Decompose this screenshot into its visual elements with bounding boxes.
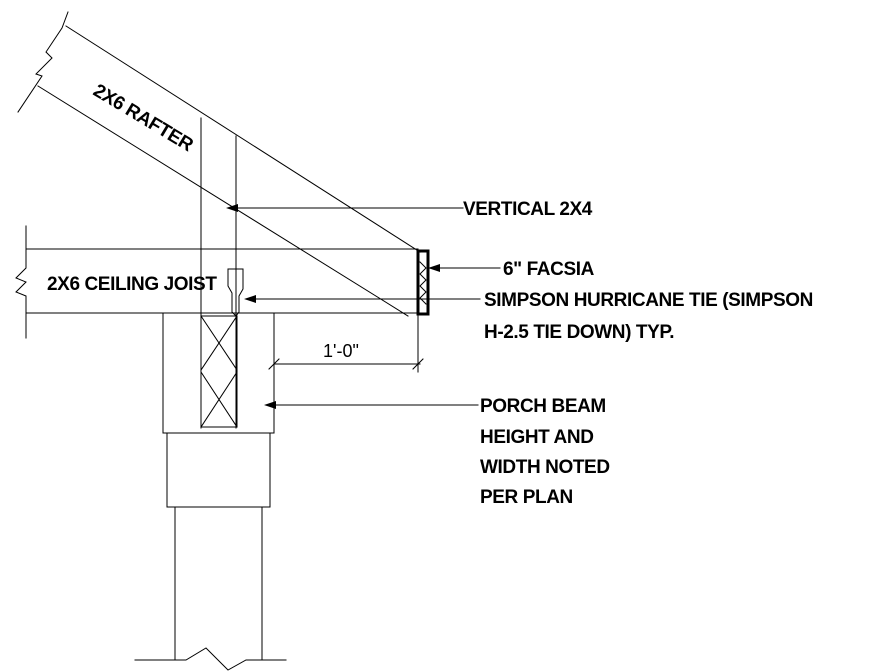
porch-beam-arrow (264, 401, 276, 409)
vertical-2x4-in-beam (200, 315, 238, 428)
ceiling-joist-label: 2X6 CEILING JOIST (47, 274, 217, 295)
hurricane-tie-label-line1: SIMPSON HURRICANE TIE (SIMPSON (484, 290, 813, 311)
dimension-tick-left (268, 358, 280, 370)
facsia-board (416, 249, 430, 316)
vertical-2x4-x-2 (200, 315, 238, 371)
porch-beam-label-line1: PORCH BEAM (480, 396, 606, 417)
hurricane-tie-arrow (244, 295, 256, 303)
porch-beam-label-line4: PER PLAN (480, 487, 573, 508)
ceiling-joist-break-line (15, 225, 27, 339)
rafter-label: 2X6 RAFTER (89, 80, 197, 156)
porch-beam-label-line2: HEIGHT AND (480, 427, 594, 448)
facsia-label: 6" FACSIA (503, 259, 595, 280)
post-upper (166, 432, 271, 508)
post-break-line (134, 647, 287, 671)
hurricane-tie (227, 268, 244, 317)
hurricane-tie-label-line2: H-2.5 TIE DOWN) TYP. (484, 322, 674, 343)
dimension-label: 1'-0" (323, 341, 359, 361)
porch-beam (162, 312, 275, 434)
rafter-bottom-edge (37, 85, 409, 317)
vertical-2x4-x-4 (200, 371, 238, 428)
rafter-top-edge (65, 25, 421, 253)
facsia-arrow (428, 264, 440, 272)
vertical-2x4-label: VERTICAL 2X4 (463, 199, 593, 220)
vertical-2x4-arrow (226, 204, 238, 212)
dimension-tick-right (412, 358, 424, 370)
facsia-hatch (419, 261, 427, 305)
porch-beam-label-line3: WIDTH NOTED (480, 457, 610, 478)
rafter-break-line (17, 11, 69, 113)
